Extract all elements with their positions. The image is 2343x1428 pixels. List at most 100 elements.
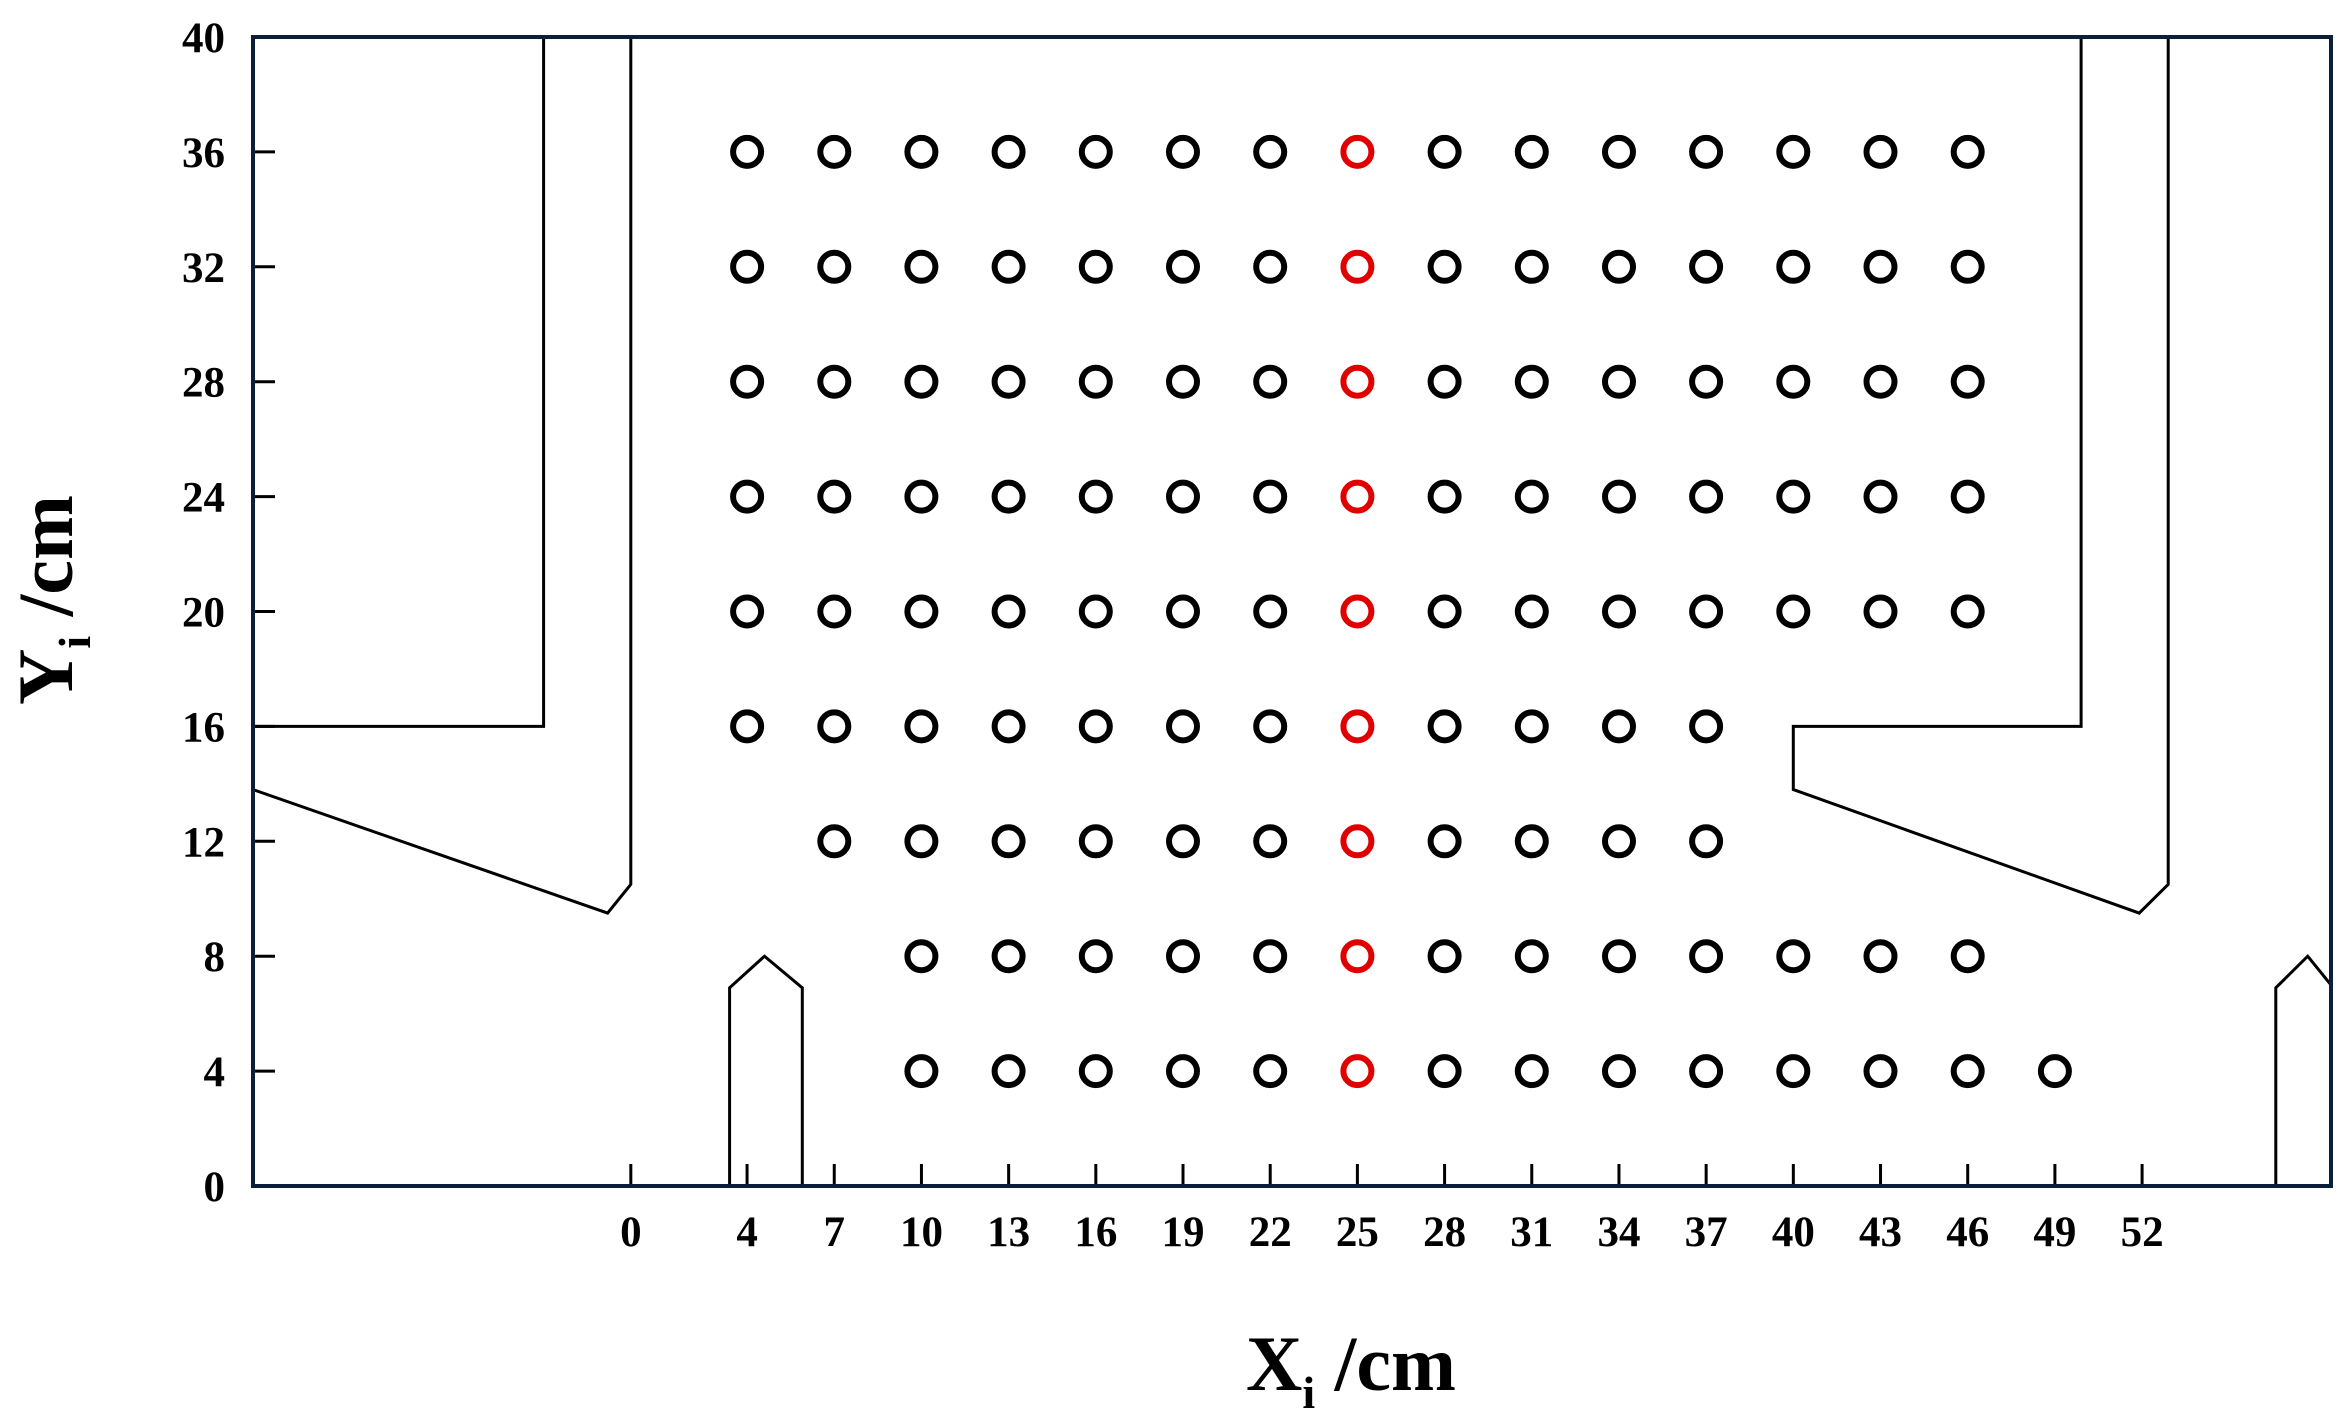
measurement-point	[1166, 364, 1200, 399]
measurement-point	[1602, 134, 1636, 169]
measurement-point	[1253, 364, 1288, 399]
measurement-point	[1078, 1054, 1113, 1089]
measurement-point	[1602, 364, 1636, 399]
measurement-point	[1863, 479, 1898, 514]
measurement-point	[991, 939, 1026, 974]
y-tick-label: 20	[182, 590, 225, 637]
measurement-point	[904, 364, 939, 399]
measurement-point	[817, 134, 852, 169]
measurement-point	[1078, 594, 1113, 629]
geometry-outline	[2274, 953, 2333, 1186]
measurement-point	[1689, 479, 1724, 514]
measurement-point	[1427, 249, 1462, 284]
measurement-point	[1776, 939, 1811, 974]
measurement-point	[1776, 134, 1811, 169]
measurement-point	[1253, 824, 1288, 859]
measurement-point	[1689, 939, 1724, 974]
measurement-point	[1689, 594, 1724, 629]
measurement-point	[1166, 939, 1200, 974]
measurement-point	[991, 1054, 1026, 1089]
measurement-point	[1863, 1054, 1898, 1089]
centerline-point	[1340, 364, 1375, 399]
measurement-point	[1863, 594, 1898, 629]
measurement-point	[1950, 939, 1985, 974]
measurement-point	[991, 364, 1026, 399]
x-axis-label-main: X	[1246, 1320, 1302, 1407]
measurement-point	[1863, 939, 1898, 974]
measurement-point	[1166, 594, 1200, 629]
measurement-point	[1950, 479, 1985, 514]
measurement-point	[1166, 709, 1200, 744]
measurement-point	[1602, 594, 1636, 629]
measurement-point	[904, 479, 939, 514]
measurement-point	[1514, 249, 1549, 284]
measurement-point	[2037, 1054, 2072, 1089]
measurement-point	[1689, 249, 1724, 284]
measurement-point	[1078, 824, 1113, 859]
measurement-point	[1427, 594, 1462, 629]
geometry-outline	[252, 35, 633, 915]
measurement-point	[1078, 709, 1113, 744]
measurement-point	[991, 709, 1026, 744]
geometry-outline	[728, 954, 804, 1186]
measurement-point	[1689, 364, 1724, 399]
measurement-point	[1689, 134, 1724, 169]
measurement-point	[817, 479, 852, 514]
x-tick-label: 4	[736, 1209, 758, 1256]
measurement-point	[1776, 364, 1811, 399]
y-tick-label: 32	[182, 245, 225, 292]
measurement-point	[1863, 364, 1898, 399]
measurement-point	[1427, 1054, 1462, 1089]
measurement-point	[1602, 479, 1636, 514]
measurement-point	[904, 249, 939, 284]
y-axis-label-main: Y	[2, 649, 89, 705]
measurement-point	[1950, 249, 1985, 284]
x-tick-label: 37	[1685, 1209, 1728, 1256]
geometry-outline	[1791, 37, 2170, 915]
measurement-point	[991, 479, 1026, 514]
x-tick-label: 34	[1597, 1209, 1640, 1256]
measurement-point	[730, 479, 765, 514]
measurement-point	[1514, 479, 1549, 514]
x-tick-label: 52	[2121, 1209, 2164, 1256]
measurement-point	[730, 594, 765, 629]
measurement-point	[730, 364, 765, 399]
y-axis-label-unit: /cm	[2, 495, 89, 636]
measurement-point	[1166, 479, 1200, 514]
measurement-point	[730, 249, 765, 284]
y-tick-label: 0	[204, 1164, 226, 1211]
measurement-point	[1602, 1054, 1636, 1089]
measurement-point	[1950, 1054, 1985, 1089]
measurement-point	[1514, 939, 1549, 974]
measurement-point	[1776, 594, 1811, 629]
measurement-point	[817, 709, 852, 744]
measurement-point	[904, 594, 939, 629]
centerline-point	[1340, 709, 1375, 744]
measurement-point	[1514, 594, 1549, 629]
measurement-point	[1863, 249, 1898, 284]
measurement-point	[1166, 249, 1200, 284]
measurement-point	[730, 134, 765, 169]
y-axis-label: Yi /cm	[2, 495, 100, 705]
measurement-point	[1427, 939, 1462, 974]
measurement-point	[991, 134, 1026, 169]
measurement-point	[1863, 134, 1898, 169]
x-tick-label: 43	[1859, 1209, 1902, 1256]
x-tick-label: 0	[620, 1209, 642, 1256]
measurement-point	[991, 594, 1026, 629]
y-tick-label: 40	[182, 15, 225, 62]
measurement-point	[1602, 939, 1636, 974]
measurement-point	[1689, 709, 1724, 744]
measurement-point	[1078, 364, 1113, 399]
measurement-point	[1166, 134, 1200, 169]
measurement-point	[1514, 364, 1549, 399]
x-tick-label: 49	[2033, 1209, 2076, 1256]
measurement-point	[817, 594, 852, 629]
measurement-point	[904, 824, 939, 859]
measurement-point	[1950, 364, 1985, 399]
x-axis-label-unit: /cm	[1315, 1320, 1456, 1407]
x-tick-label: 7	[824, 1209, 846, 1256]
measurement-point	[1253, 939, 1288, 974]
measurement-point	[1689, 1054, 1724, 1089]
measurement-point	[1253, 479, 1288, 514]
